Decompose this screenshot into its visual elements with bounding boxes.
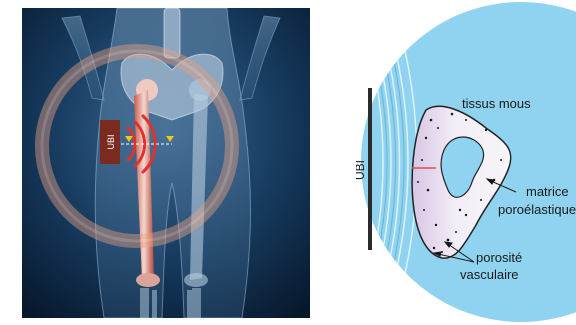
ubi-label-left: UBI <box>106 134 116 149</box>
ubi-probe-bar <box>368 88 372 250</box>
matrix-label-line2: poroélastique <box>498 202 576 217</box>
cross-section-diagram: UBI tissus mous <box>356 0 576 325</box>
anatomy-svg: UBI <box>22 8 310 318</box>
ubi-label-right: UBI <box>356 160 367 180</box>
anatomy-illustration: UBI <box>22 8 310 318</box>
matrix-label-line1: matrice <box>526 184 569 199</box>
porosity-label-line2: vasculaire <box>460 267 519 282</box>
porosity-label-line1: porosité <box>476 250 522 265</box>
ubi-probe: UBI <box>100 120 120 164</box>
cross-section-svg: UBI tissus mous <box>356 0 576 325</box>
soft-tissue-label: tissus mous <box>462 96 531 111</box>
